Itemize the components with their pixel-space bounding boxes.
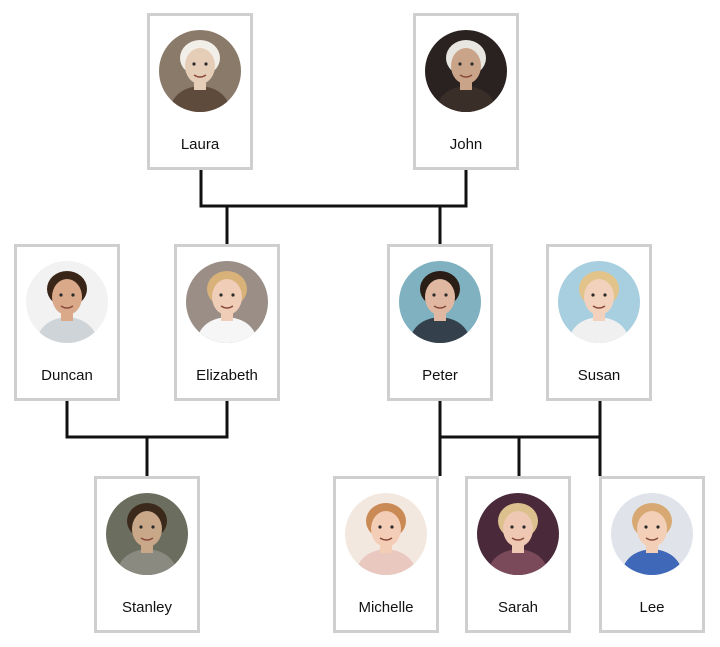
portrait-susan-drawing	[558, 261, 640, 343]
portrait-sarah-drawing	[477, 493, 559, 575]
portrait-michelle	[345, 493, 427, 575]
portrait-michelle-drawing	[345, 493, 427, 575]
person-card-elizabeth[interactable]: Elizabeth	[174, 244, 280, 401]
person-card-michelle[interactable]: Michelle	[333, 476, 439, 633]
portrait-elizabeth-drawing	[186, 261, 268, 343]
person-card-susan[interactable]: Susan	[546, 244, 652, 401]
portrait-peter	[399, 261, 481, 343]
portrait-john	[425, 30, 507, 112]
person-name-elizabeth: Elizabeth	[196, 367, 258, 384]
connector-duncan-elizabeth	[65, 401, 229, 439]
person-name-stanley: Stanley	[121, 599, 173, 616]
portrait-sarah	[477, 493, 559, 575]
person-name-laura: Laura	[180, 136, 220, 153]
portrait-elizabeth	[186, 261, 268, 343]
portrait-lee-drawing	[611, 493, 693, 575]
portrait-peter-drawing	[399, 261, 481, 343]
person-card-john[interactable]: John	[413, 13, 519, 170]
portrait-duncan-drawing	[26, 261, 108, 343]
portrait-laura-drawing	[159, 30, 241, 112]
portrait-susan	[558, 261, 640, 343]
person-card-stanley[interactable]: Stanley	[94, 476, 200, 633]
person-card-lee[interactable]: Lee	[599, 476, 705, 633]
person-name-peter: Peter	[422, 367, 458, 384]
person-name-sarah: Sarah	[497, 599, 539, 616]
person-name-lee: Lee	[639, 599, 665, 616]
person-name-michelle: Michelle	[358, 599, 414, 616]
portrait-stanley-drawing	[106, 493, 188, 575]
portrait-duncan	[26, 261, 108, 343]
connector-laura-john	[199, 170, 468, 208]
connector-peter-susan	[438, 401, 602, 439]
person-name-john: John	[449, 136, 483, 153]
person-card-duncan[interactable]: Duncan	[14, 244, 120, 401]
person-name-duncan: Duncan	[41, 367, 93, 384]
portrait-lee	[611, 493, 693, 575]
portrait-stanley	[106, 493, 188, 575]
portrait-john-drawing	[425, 30, 507, 112]
person-name-susan: Susan	[577, 367, 621, 384]
portrait-laura	[159, 30, 241, 112]
person-card-peter[interactable]: Peter	[387, 244, 493, 401]
person-card-laura[interactable]: Laura	[147, 13, 253, 170]
person-card-sarah[interactable]: Sarah	[465, 476, 571, 633]
